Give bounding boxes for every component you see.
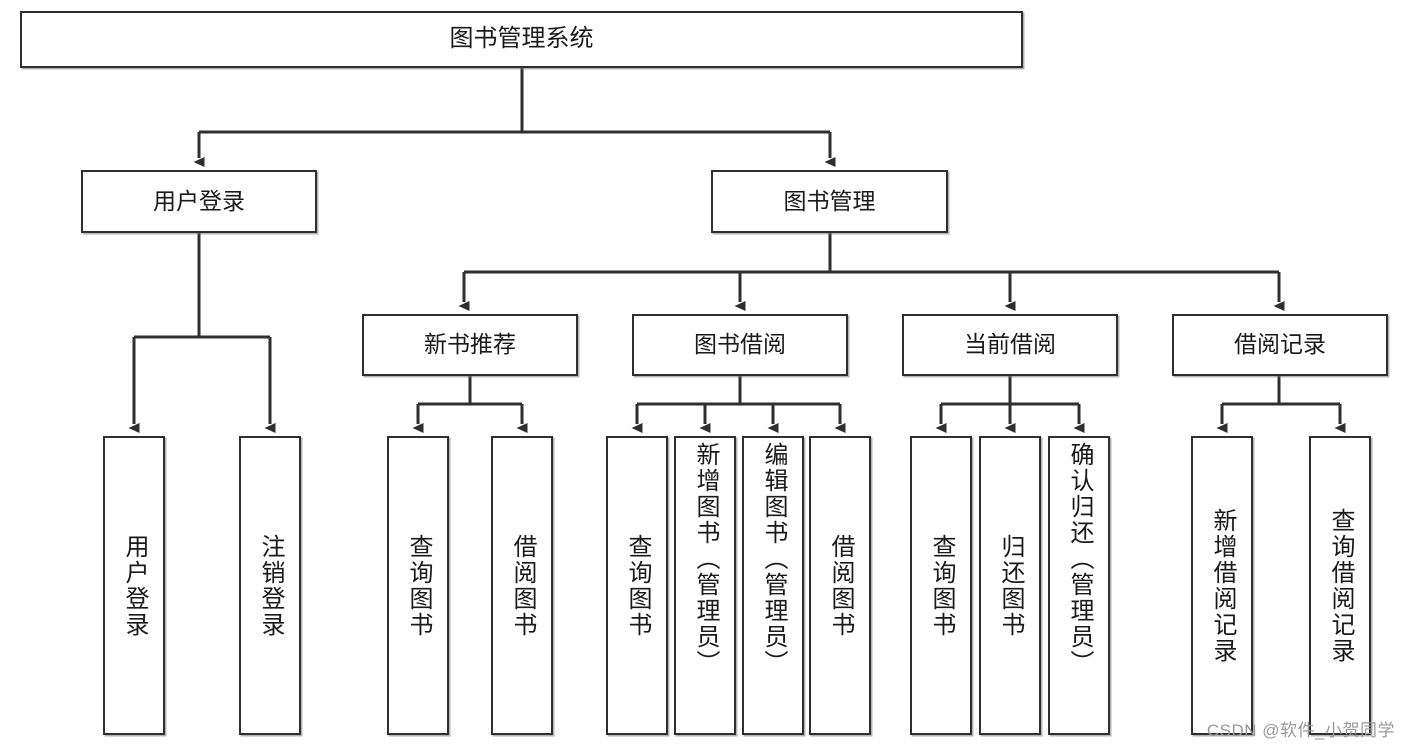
node-label: 查询借阅记录	[1327, 507, 1354, 664]
node-label: 查询图书	[405, 533, 432, 638]
node-root-book-management-system[interactable]: 图书管理系统	[20, 11, 1023, 68]
node-label: 当前借阅	[964, 331, 1056, 358]
node-label: 查询图书	[928, 533, 955, 638]
node-user-login[interactable]: 用户登录	[81, 170, 317, 233]
node-label: 借阅图书	[509, 533, 536, 638]
leaf-add-borrow-record[interactable]: 新增借阅记录	[1191, 436, 1253, 735]
node-label: 图书管理系统	[449, 25, 594, 53]
node-label: 新增借阅记录	[1209, 507, 1236, 664]
node-label: 用户登录	[121, 533, 148, 638]
node-borrow-record[interactable]: 借阅记录	[1172, 314, 1388, 376]
leaf-return-books[interactable]: 归还图书	[979, 436, 1041, 735]
node-new-book-recommend[interactable]: 新书推荐	[362, 314, 578, 376]
node-label: 图书管理	[783, 187, 876, 214]
leaf-query-books-current[interactable]: 查询图书	[910, 436, 972, 735]
node-label: 用户登录	[153, 187, 245, 214]
node-label: 注销登录	[257, 533, 284, 638]
node-label: 图书借阅	[694, 331, 786, 358]
node-label: 借阅图书	[827, 533, 854, 638]
leaf-edit-book-admin[interactable]: 编辑图书（管理员）	[742, 436, 804, 735]
node-label: 查询图书	[624, 533, 651, 638]
node-book-management[interactable]: 图书管理	[711, 170, 948, 233]
watermark: CSDN @软件_小贺同学	[1206, 721, 1395, 740]
leaf-logout-login[interactable]: 注销登录	[239, 436, 301, 735]
node-label: 借阅记录	[1234, 331, 1326, 358]
node-label: 新书推荐	[424, 331, 516, 358]
node-label: 新增图书（管理员）	[692, 442, 719, 676]
leaf-query-books-new-recommend[interactable]: 查询图书	[387, 436, 449, 735]
leaf-query-borrow-record[interactable]: 查询借阅记录	[1309, 436, 1371, 735]
leaf-add-book-admin[interactable]: 新增图书（管理员）	[674, 436, 736, 735]
node-book-borrow[interactable]: 图书借阅	[632, 314, 848, 376]
node-label: 编辑图书（管理员）	[760, 442, 787, 676]
leaf-borrow-books-new-recommend[interactable]: 借阅图书	[491, 436, 553, 735]
leaf-user-login[interactable]: 用户登录	[103, 436, 165, 735]
leaf-borrow-books[interactable]: 借阅图书	[809, 436, 871, 735]
node-label: 确认归还（管理员）	[1066, 442, 1093, 676]
node-label: 归还图书	[997, 533, 1024, 638]
leaf-query-books-borrow[interactable]: 查询图书	[606, 436, 668, 735]
leaf-confirm-return-admin[interactable]: 确认归还（管理员）	[1048, 436, 1110, 735]
node-current-borrow[interactable]: 当前借阅	[902, 314, 1118, 376]
